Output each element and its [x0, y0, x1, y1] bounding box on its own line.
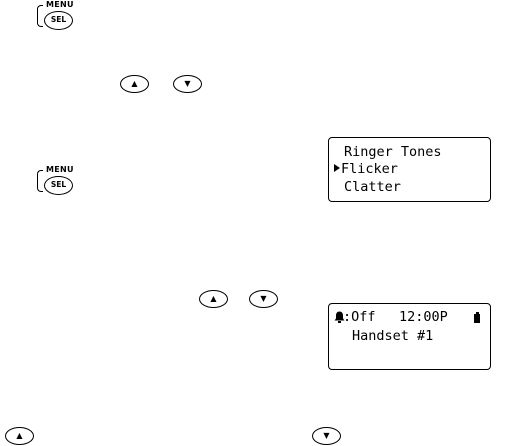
ringer-option-next: Clatter: [344, 179, 401, 195]
down-arrow-key-step4[interactable]: ▼: [249, 290, 278, 308]
up-arrow-key-step2[interactable]: ▲: [120, 75, 149, 93]
menu-sel-button-step3[interactable]: MENU SEL: [37, 165, 83, 199]
ringer-status: :Off: [343, 309, 376, 325]
handset-name: Handset #1: [352, 328, 434, 344]
up-arrow-icon: ▲: [16, 431, 23, 440]
battery-icon: [474, 312, 480, 323]
down-arrow-key-bottom[interactable]: ▼: [312, 427, 341, 445]
down-arrow-icon: ▼: [260, 294, 267, 303]
up-arrow-key-step4[interactable]: ▲: [199, 290, 228, 308]
up-arrow-key-bottom[interactable]: ▲: [5, 427, 34, 445]
ringer-display-selected-row: Flicker: [334, 161, 398, 177]
sel-key[interactable]: SEL: [44, 11, 73, 30]
sel-key[interactable]: SEL: [44, 176, 73, 195]
ringer-option-selected: Flicker: [341, 161, 398, 177]
bell-icon: [334, 311, 345, 323]
ringer-tones-display: Ringer Tones Flicker Clatter: [328, 137, 491, 202]
down-arrow-icon: ▼: [184, 79, 191, 88]
menu-label: MENU: [46, 0, 74, 9]
standby-display: :Off 12:00P Handset #1: [328, 303, 491, 370]
menu-bracket: [37, 5, 43, 27]
selection-cursor-icon: [334, 164, 340, 172]
ringer-display-title: Ringer Tones: [344, 144, 442, 160]
up-arrow-icon: ▲: [131, 79, 138, 88]
menu-sel-button-step1[interactable]: MENU SEL: [37, 0, 83, 34]
up-arrow-icon: ▲: [210, 294, 217, 303]
down-arrow-key-step2[interactable]: ▼: [173, 75, 202, 93]
menu-bracket: [37, 170, 43, 192]
down-arrow-icon: ▼: [323, 431, 330, 440]
menu-label: MENU: [46, 165, 74, 174]
clock-time: 12:00P: [399, 309, 448, 325]
